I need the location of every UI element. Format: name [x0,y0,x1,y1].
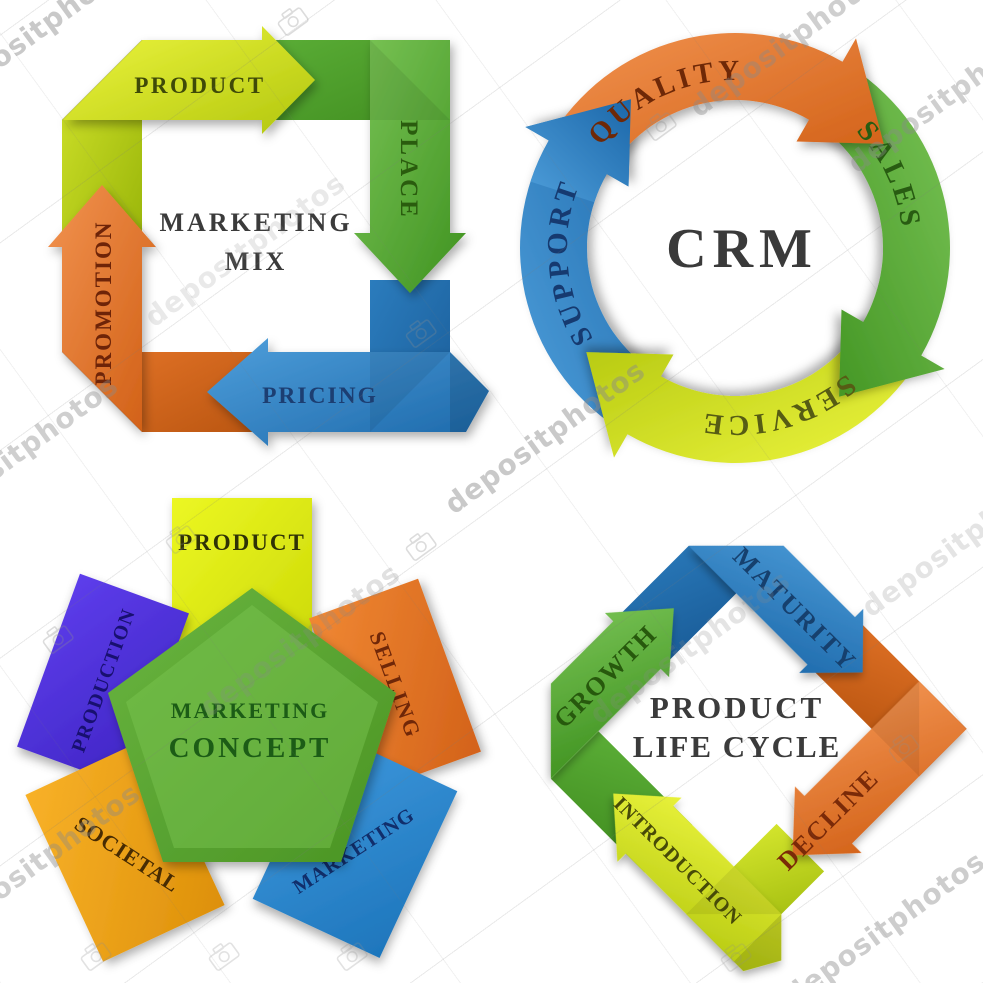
mix-title-line1: MARKETING [159,208,352,237]
plc-title-line2: LIFE CYCLE [633,729,842,764]
camera-icon [401,313,439,350]
camera-icon [76,936,114,973]
mix-pricing-label: PRICING [262,383,378,409]
mix-pricing-arrow [207,338,489,446]
concept-production-rect [17,573,189,787]
mix-place-crease [370,40,450,120]
camera-icon [273,1,311,38]
plc-maturity-arrow [688,545,864,673]
plc-introduction-crease [686,866,782,915]
mix-place-label: PLACE [395,120,422,220]
mix-product-label: PRODUCT [134,73,265,98]
mix-pricing-crease [370,352,450,432]
camera-icon [332,936,370,973]
concept-pentagon [108,588,396,862]
crm-title: CRM [666,218,818,280]
mix-promotion-crease [61,351,143,433]
mix-promotion-label: PROMOTION [91,221,116,386]
concept-pentagon-facet [126,605,378,848]
product-life-cycle-diagram: MATURITY DECLINE INTRODUCTION GROWTH PRO… [548,542,967,972]
concept-title-line2: CONCEPT [169,732,332,764]
mix-corner-flap [450,352,489,432]
plc-title-line1: PRODUCT [650,690,824,725]
concept-selling-rect [309,578,481,792]
plc-corner-flap [733,914,782,972]
camera-icon [204,936,242,973]
plc-growth-arrow [550,608,674,779]
plc-introduction-arrow [613,793,782,972]
concept-societal-rect [25,738,225,962]
plc-decline-arrow [792,681,967,856]
crm-diagram: QUALITY SALES SERVICE SUPPORT CRM [520,32,950,464]
camera-icon [884,728,922,765]
mix-place-arrow [354,40,466,293]
marketing-concept-diagram: PRODUCT PRODUCTION SELLING SOCIETAL MARK… [17,498,481,962]
plc-decline-crease [871,681,920,777]
camera-icon [716,937,754,974]
camera-icon [641,106,679,143]
mix-product-crease [61,39,143,121]
concept-title-line1: MARKETING [171,698,330,723]
crm-service-arc [586,322,922,464]
concept-product-label: PRODUCT [178,530,306,555]
camera-icon [401,526,439,563]
camera-icon [161,519,199,556]
crm-quality-arc [548,32,884,174]
concept-marketing-rect [252,732,458,958]
crm-support-arrowhead [525,99,631,203]
crm-sales-arc [809,61,950,397]
mix-product-arrow [62,26,315,134]
mix-promotion-arrow [48,185,156,432]
camera-icon [38,619,76,656]
marketing-mix-diagram: PRODUCT PLACE PRICING PROMOTION MARKETIN… [48,26,489,446]
mix-title-line2: MIX [225,247,287,276]
